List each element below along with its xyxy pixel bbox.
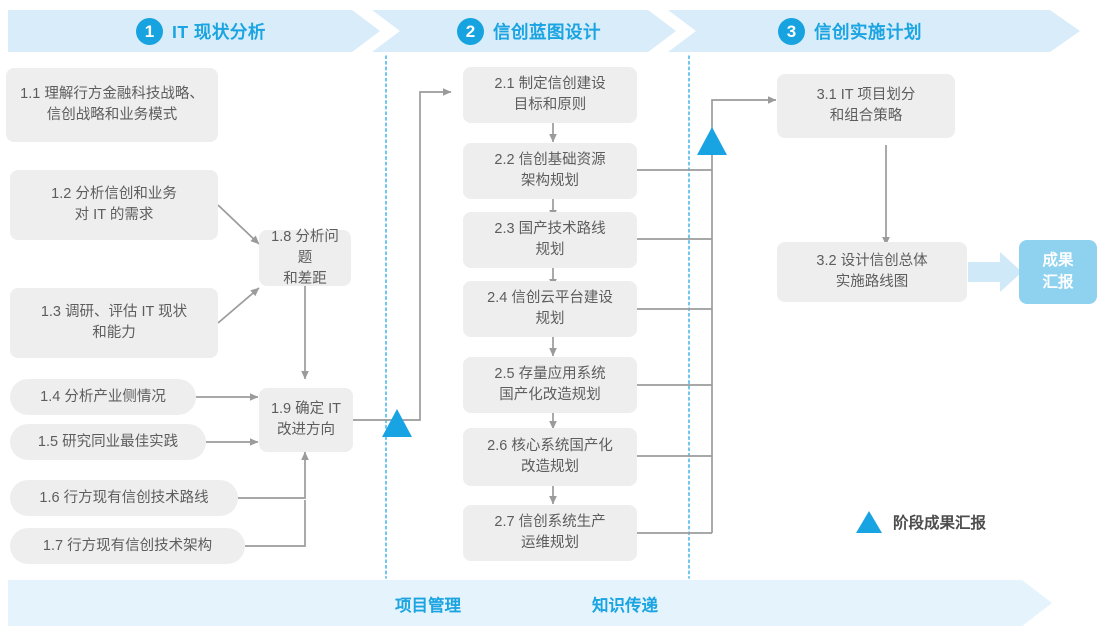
- process-box-1-3[interactable]: 1.3 调研、评估 IT 现状 和能力: [10, 288, 218, 358]
- phase-title-3: 信创实施计划: [814, 21, 922, 42]
- footer-label-knowledge-transfer: 知识传递: [592, 597, 658, 615]
- process-box-1-9[interactable]: 1.9 确定 IT 改进方向: [259, 388, 353, 452]
- footer-label-project-management: 项目管理: [395, 597, 461, 615]
- phase1-connectors: [196, 88, 452, 547]
- process-box-2-7[interactable]: 2.7 信创系统生产 运维规划: [463, 505, 637, 561]
- phase-title-1: IT 现状分析: [172, 21, 266, 42]
- phase-number-3: 3: [778, 17, 805, 45]
- phase-number-1: 1: [136, 17, 163, 45]
- process-box-2-3[interactable]: 2.3 国产技术路线 规划: [463, 212, 637, 268]
- process-box-2-4[interactable]: 2.4 信创云平台建设 规划: [463, 281, 637, 337]
- process-box-3-2[interactable]: 3.2 设计信创总体 实施路线图: [777, 242, 967, 302]
- process-box-1-2[interactable]: 1.2 分析信创和业务 对 IT 的需求: [10, 170, 218, 240]
- process-box-2-5[interactable]: 2.5 存量应用系统 国产化改造规划: [463, 357, 637, 413]
- phase-title-2: 信创蓝图设计: [493, 21, 601, 42]
- phase-header-1[interactable]: 1 IT 现状分析: [136, 10, 266, 52]
- process-box-2-6[interactable]: 2.6 核心系统国产化 改造规划: [463, 428, 637, 486]
- legend-label: 阶段成果汇报: [893, 515, 987, 532]
- result-report-box[interactable]: 成果 汇报: [1019, 240, 1097, 304]
- process-box-2-2[interactable]: 2.2 信创基础资源 架构规划: [463, 143, 637, 199]
- footer-band: [8, 580, 1052, 626]
- triangle-up-icon: [856, 511, 882, 533]
- process-box-1-5[interactable]: 1.5 研究同业最佳实践: [10, 424, 206, 460]
- process-box-1-6[interactable]: 1.6 行方现有信创技术路线: [10, 480, 238, 516]
- process-box-1-4[interactable]: 1.4 分析产业侧情况: [10, 379, 196, 415]
- result-block-arrow: [968, 252, 1022, 292]
- phase2-to-phase3-bus: [637, 96, 777, 534]
- phase-number-2: 2: [457, 17, 484, 45]
- process-box-1-1[interactable]: 1.1 理解行方金融科技战略、 信创战略和业务模式: [6, 68, 218, 142]
- process-box-1-7[interactable]: 1.7 行方现有信创技术架构: [10, 528, 245, 564]
- process-box-1-8[interactable]: 1.8 分析问题 和差距: [259, 229, 351, 287]
- legend-milestone: 阶段成果汇报: [856, 511, 986, 533]
- process-box-3-1[interactable]: 3.1 IT 项目划分 和组合策略: [777, 74, 955, 138]
- phase-header-2[interactable]: 2 信创蓝图设计: [457, 10, 601, 52]
- process-box-2-1[interactable]: 2.1 制定信创建设 目标和原则: [463, 67, 637, 123]
- phase-header-3[interactable]: 3 信创实施计划: [778, 10, 922, 52]
